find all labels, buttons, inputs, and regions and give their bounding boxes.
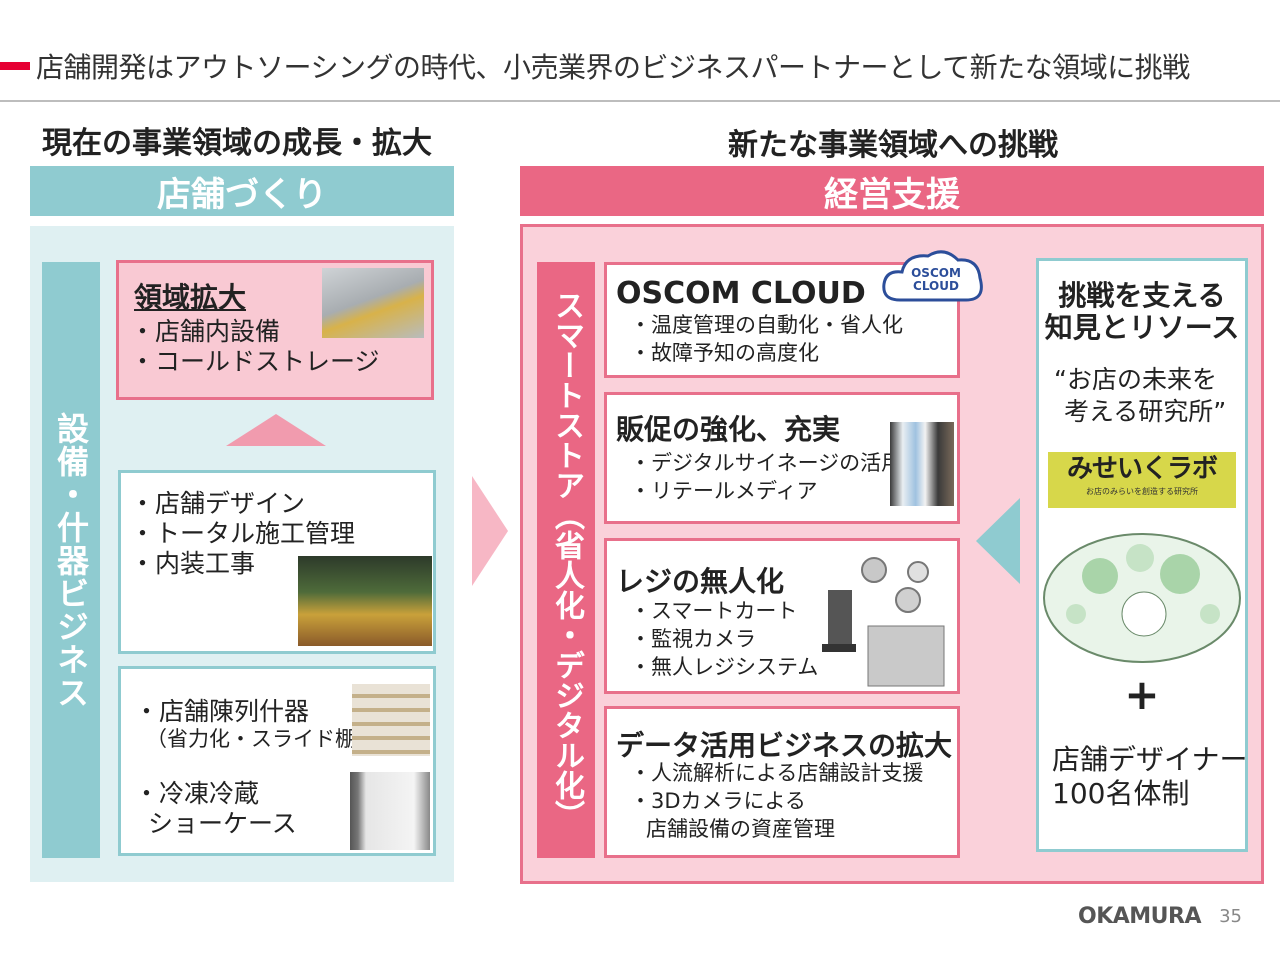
design-item: ・店舗デザイン (130, 489, 306, 518)
oscom-item: ・温度管理の自動化・省人化 (630, 313, 903, 337)
checkout-item: ・無人レジシステム (630, 655, 819, 679)
right-arrow-icon (472, 476, 508, 586)
resources-quote-1: “お店の未来を (1054, 365, 1217, 394)
oscom-item: ・故障予知の高度化 (630, 341, 819, 365)
fixtures-item: ・冷凍冷蔵 (134, 779, 260, 808)
page-number: 35 (1219, 906, 1242, 927)
fixtures-item: ・店舗陳列什器 (134, 697, 310, 726)
checkout-item: ・スマートカート (630, 599, 798, 623)
left-band: 店舗づくり (30, 166, 454, 216)
design-item: ・トータル施工管理 (130, 519, 356, 548)
data-heading: データ活用ビジネスの拡大 (616, 729, 953, 762)
header-divider (0, 100, 1280, 102)
promo-item: ・デジタルサイネージの活用 (630, 451, 903, 475)
fixtures-note: （省力化・スライド棚） (146, 727, 377, 751)
camera-cart-illustration (822, 557, 945, 687)
resources-heading-1: 挑戦を支える (1058, 279, 1226, 312)
left-section-title: 現在の事業領域の成長・拡大 (42, 126, 432, 161)
header-accent-bar (0, 62, 30, 70)
resources-team-2: 100名体制 (1052, 777, 1190, 810)
right-section-title: 新たな事業領域への挑戦 (728, 128, 1058, 163)
oscom-badge-text: OSCOM CLOUD (911, 266, 961, 293)
okamura-logo: OKAMURA (1078, 904, 1202, 929)
oscom-heading: OSCOM CLOUD (616, 276, 866, 311)
checkout-heading: レジの無人化 (616, 565, 785, 598)
data-item: ・人流解析による店舗設計支援 (630, 761, 924, 785)
resources-team-1: 店舗デザイナー (1052, 743, 1248, 776)
resources-quote-2: 考える研究所” (1064, 397, 1227, 426)
resources-heading-2: 知見とリソース (1044, 311, 1240, 344)
lab-logo: みせいくラボ お店のみらいを創造する研究所 (1048, 452, 1236, 508)
page-title: 店舗開発はアウトソーシングの時代、小売業界のビジネスパートナーとして新たな領域に… (36, 51, 1190, 84)
data-item: ・3Dカメラによる (630, 789, 806, 813)
data-card (604, 706, 960, 858)
data-item: 店舗設備の資産管理 (646, 817, 835, 841)
left-vertical-bar (42, 262, 100, 858)
right-vertical-bar (537, 262, 595, 858)
checkout-card (604, 538, 960, 694)
promo-heading: 販促の強化、充実 (616, 413, 841, 446)
left-vertical-label: 設備・什器ビジネス (52, 411, 90, 709)
signage-photo (890, 422, 954, 506)
fixtures-item: ショーケース (148, 809, 297, 838)
showcase-photo (350, 772, 430, 850)
up-arrow-icon (226, 414, 326, 446)
shelf-photo (352, 684, 430, 756)
store-interior-photo (298, 556, 432, 646)
oscom-cloud-icon (882, 250, 983, 302)
lab-illustration (1043, 533, 1241, 663)
right-vertical-label: スマートストア（省人化・デジタル化） (549, 290, 584, 830)
design-item: ・内装工事 (130, 549, 256, 578)
expansion-heading: 領域拡大 (134, 281, 247, 314)
promo-item: ・リテールメディア (630, 479, 818, 503)
left-arrow-icon (976, 498, 1020, 584)
expansion-item: ・店舗内設備 (130, 317, 281, 346)
cold-storage-photo (322, 268, 424, 338)
checkout-item: ・監視カメラ (630, 627, 756, 651)
right-band: 経営支援 (520, 166, 1264, 216)
expansion-item: ・コールドストレージ (130, 347, 380, 376)
plus-sign: + (1124, 670, 1160, 719)
